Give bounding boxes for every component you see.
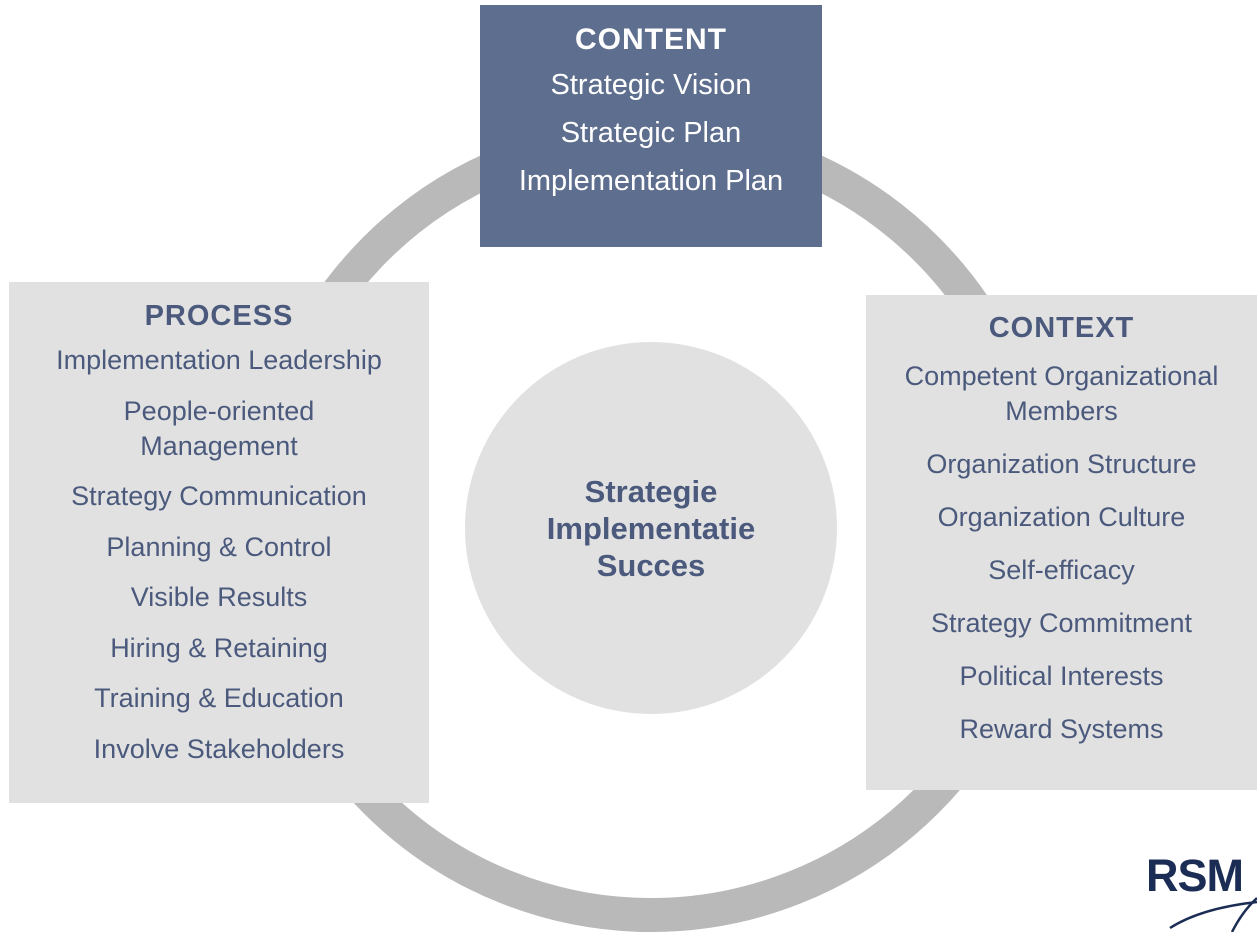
rsm-logo: RSM xyxy=(1140,850,1257,932)
process-title: PROCESS xyxy=(144,300,294,332)
context-box: CONTEXT Competent Organizational Members… xyxy=(866,295,1257,790)
content-item: Strategic Vision xyxy=(550,69,752,101)
context-items: Competent Organizational Members Organiz… xyxy=(866,359,1257,747)
center-line: Strategie xyxy=(584,473,718,509)
process-box: PROCESS Implementation Leadership People… xyxy=(9,282,429,803)
process-item: Training & Education xyxy=(94,683,344,713)
context-item: Self-efficacy xyxy=(988,555,1135,585)
process-items: Implementation Leadership People-oriente… xyxy=(9,343,429,767)
context-item: Organization Structure xyxy=(926,449,1197,479)
content-item: Strategic Plan xyxy=(560,117,742,149)
content-box: CONTENT Strategic Vision Strategic Plan … xyxy=(480,5,822,247)
content-title: CONTENT xyxy=(575,23,727,56)
center-line: Implementatie xyxy=(546,510,756,546)
process-item: Hiring & Retaining xyxy=(110,632,328,663)
process-item: People-oriented Management xyxy=(123,395,315,461)
process-item: Strategy Communication xyxy=(71,481,367,511)
context-item: Reward Systems xyxy=(959,714,1164,744)
content-item: Implementation Plan xyxy=(518,165,784,197)
process-item: Implementation Leadership xyxy=(56,345,382,375)
context-title: CONTEXT xyxy=(988,312,1135,344)
center-line: Succes xyxy=(596,547,706,583)
process-item: Involve Stakeholders xyxy=(93,733,345,764)
center-label: Strategie Implementatie Succes xyxy=(547,473,755,584)
context-item: Organization Culture xyxy=(937,502,1186,532)
context-item: Strategy Commitment xyxy=(930,608,1193,638)
center-circle: Strategie Implementatie Succes xyxy=(465,342,837,714)
logo-swoosh-icon xyxy=(1169,897,1257,932)
context-item: Political Interests xyxy=(959,661,1164,691)
process-item: Visible Results xyxy=(130,582,308,612)
logo-text: RSM xyxy=(1146,850,1244,901)
content-items: Strategic Vision Strategic Plan Implemen… xyxy=(480,61,822,205)
context-item: Competent Organizational Members xyxy=(904,361,1219,426)
process-item: Planning & Control xyxy=(106,531,332,562)
